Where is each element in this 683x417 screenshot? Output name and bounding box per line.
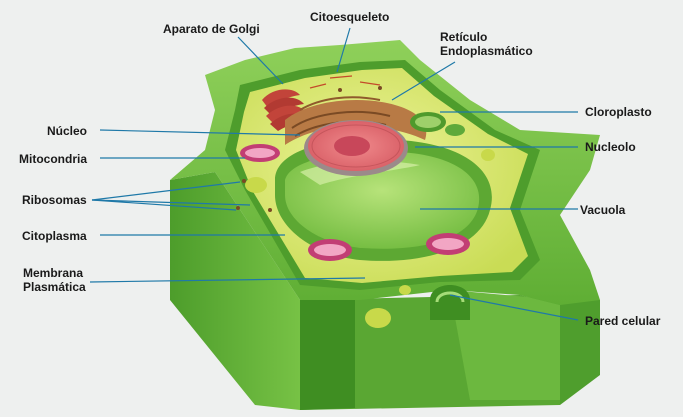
leader-lines xyxy=(89,27,579,321)
label-nucleo: Núcleo xyxy=(47,124,88,138)
label-citoesqueleto: Citoesqueleto xyxy=(310,10,390,24)
label-membrana-line1: Membrana xyxy=(23,266,84,280)
label-ribosomas: Ribosomas xyxy=(22,193,87,207)
label-membrana-line2: Plasmática xyxy=(23,280,86,294)
label-cloroplasto: Cloroplasto xyxy=(585,105,652,119)
label-membrana: Membrana Plasmática xyxy=(23,266,86,294)
cell-wall-notch xyxy=(430,285,470,320)
label-reticulo-line1: Retículo xyxy=(440,30,488,44)
label-mitocondria: Mitocondria xyxy=(19,152,87,166)
cytoskeleton xyxy=(309,75,381,89)
label-golgi: Aparato de Golgi xyxy=(163,22,260,36)
label-vacuola: Vacuola xyxy=(580,203,626,217)
label-nucleolo: Nucleolo xyxy=(585,140,636,154)
label-reticulo-line2: Endoplasmático xyxy=(440,44,533,58)
label-reticulo: Retículo Endoplasmático xyxy=(440,30,533,58)
ribosomes xyxy=(236,86,495,328)
nucleolus xyxy=(334,136,370,156)
label-pared-celular: Pared celular xyxy=(585,314,661,328)
chloroplasts xyxy=(410,112,465,136)
mitochondria xyxy=(240,144,470,261)
label-citoplasma: Citoplasma xyxy=(22,229,87,243)
nucleus xyxy=(304,120,408,176)
